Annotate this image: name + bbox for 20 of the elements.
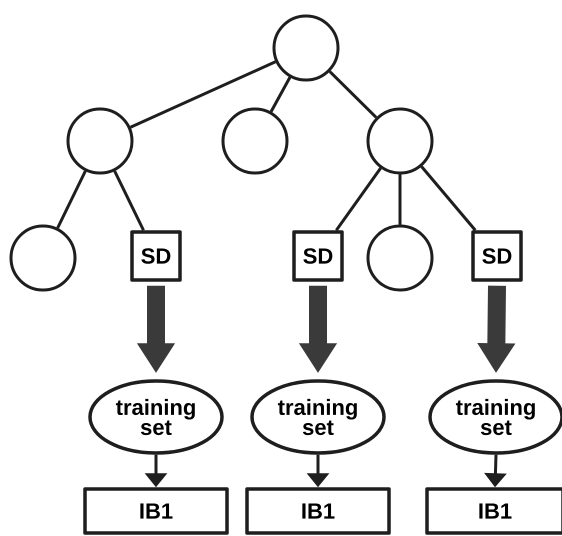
tree-node-circle: [366, 224, 434, 292]
tree-edge: [335, 167, 382, 232]
tree-edge: [130, 60, 276, 129]
classifier-box: IB1: [425, 487, 562, 535]
leaf-box: SD: [292, 230, 344, 282]
leaf-box: SD: [471, 230, 523, 282]
classifier-box: IB1: [245, 487, 391, 535]
tree-edge: [328, 70, 378, 118]
tree-node-circle: [66, 108, 134, 174]
classifier-box: IB1: [83, 487, 229, 535]
tree-node-circle: [10, 224, 76, 292]
tree-node-circle: [222, 108, 288, 174]
tree-edge: [56, 170, 87, 229]
tree-node-circle: [272, 14, 340, 82]
tree-edge: [420, 166, 476, 232]
tree-edge: [270, 76, 292, 112]
tree-edge: [113, 170, 145, 231]
leaf-box: SD: [130, 230, 182, 282]
tree-edge: [398, 174, 402, 224]
tree-node-circle: [366, 108, 434, 174]
